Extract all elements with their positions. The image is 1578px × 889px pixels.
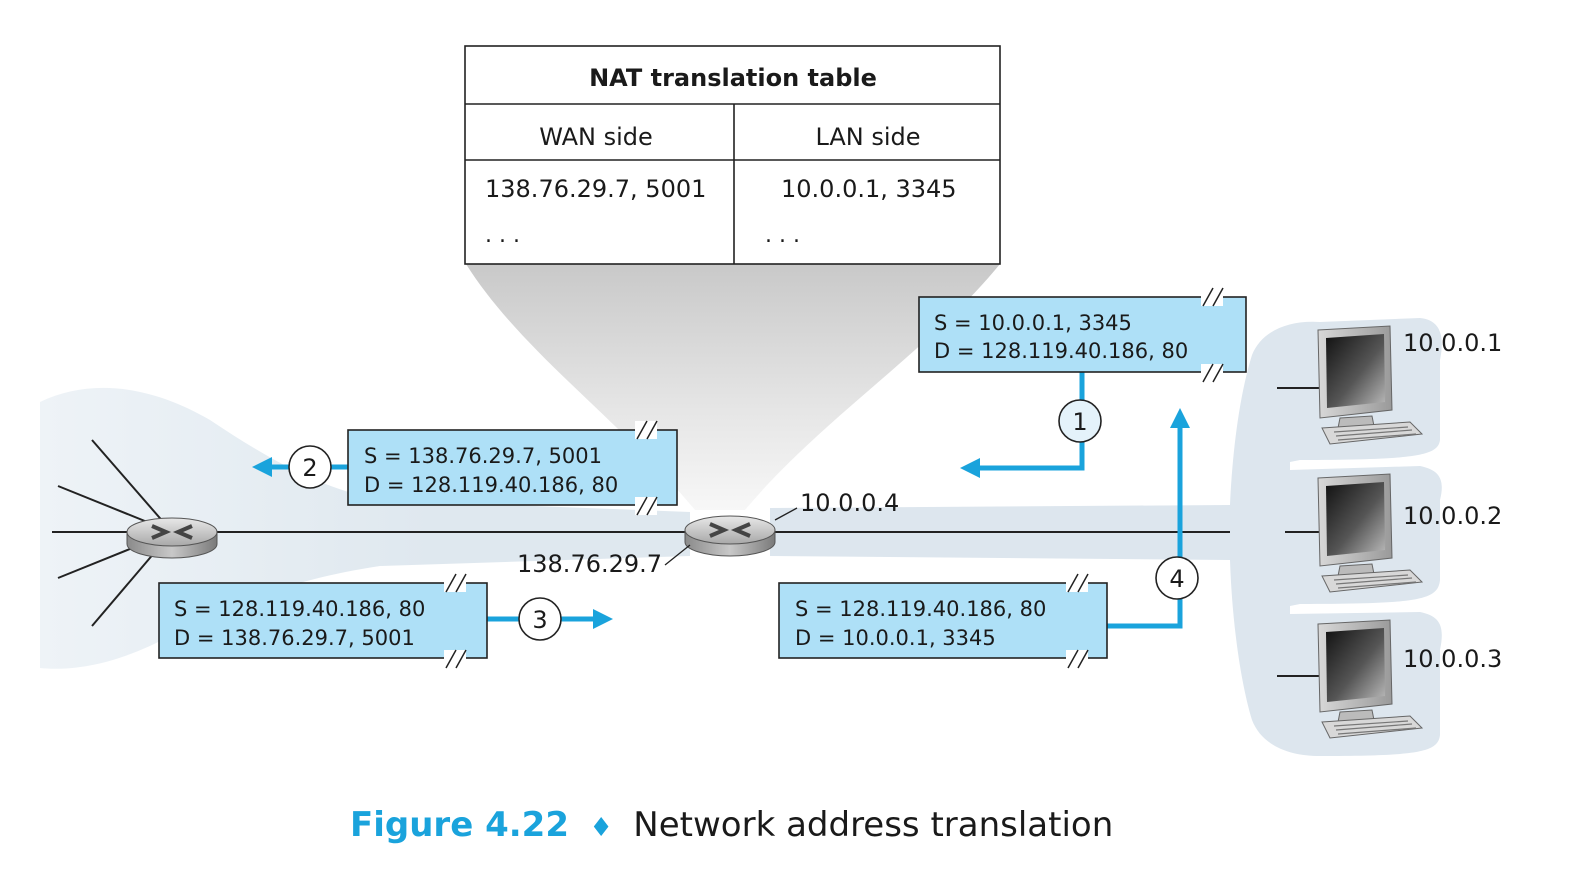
wan-side-header: WAN side [539,123,653,151]
router-wan-ip: 138.76.29.7 [517,550,662,578]
packet-3: S = 128.119.40.186, 80 D = 138.76.29.7, … [158,573,488,669]
svg-text:1: 1 [1072,408,1087,436]
lan-side-header: LAN side [815,123,920,151]
lan-cloud [770,318,1442,756]
packet-1: S = 10.0.0.1, 3345 D = 128.119.40.186, 8… [918,287,1247,383]
host-computer-icon [1317,473,1424,593]
nat-translation-table: NAT translation table WAN side LAN side … [464,45,1001,265]
packet-1-destination: D = 128.119.40.186, 80 [934,339,1188,363]
host-computer-icon [1317,619,1424,739]
svg-text:2: 2 [302,454,317,482]
nat-table-title: NAT translation table [589,64,877,92]
packet-4: S = 128.119.40.186, 80 D = 10.0.0.1, 334… [778,573,1108,669]
step-3-marker: 3 [518,597,562,641]
host-1-ip: 10.0.0.1 [1403,329,1502,357]
svg-text:4: 4 [1169,565,1184,593]
packet-4-source: S = 128.119.40.186, 80 [795,597,1046,621]
svg-text:3: 3 [532,606,547,634]
figure-title: Network address translation [633,805,1113,845]
packet-1-source: S = 10.0.0.1, 3345 [934,311,1132,335]
nat-table-funnel [466,264,1000,510]
packet-2-destination: D = 128.119.40.186, 80 [364,473,618,497]
host-3-ip: 10.0.0.3 [1403,645,1502,673]
step-2-marker: 2 [288,445,332,489]
figure-caption: Figure 4.22 ♦ Network address translatio… [350,805,1113,845]
nat-router-icon [684,515,776,557]
router-lan-ip: 10.0.0.4 [800,489,899,517]
nat-row-wan: 138.76.29.7, 5001 [485,175,706,203]
nat-row-wan-ellipsis: . . . [485,223,520,248]
figure-number: Figure 4.22 [350,805,569,845]
svg-text:Figure 4.22 ♦ Netw: Figure 4.22 ♦ Network address translatio… [350,805,1113,845]
packet-2-source: S = 138.76.29.7, 5001 [364,444,602,468]
packet-2: S = 138.76.29.7, 5001 D = 128.119.40.186… [347,420,678,516]
host-2-ip: 10.0.0.2 [1403,502,1502,530]
nat-row-lan-ellipsis: . . . [765,223,800,248]
host-computer-icon [1317,325,1424,445]
caption-separator: ♦ [589,813,612,843]
packet-4-destination: D = 10.0.0.1, 3345 [795,626,996,650]
step-4-marker: 4 [1155,556,1199,600]
arrowheads [252,408,1190,629]
packet-3-source: S = 128.119.40.186, 80 [174,597,425,621]
step-1-marker: 1 [1058,399,1102,443]
nat-row-lan: 10.0.0.1, 3345 [781,175,957,203]
internet-router-icon [126,517,218,559]
host-links [1277,387,1320,677]
packet-3-destination: D = 138.76.29.7, 5001 [174,626,415,650]
